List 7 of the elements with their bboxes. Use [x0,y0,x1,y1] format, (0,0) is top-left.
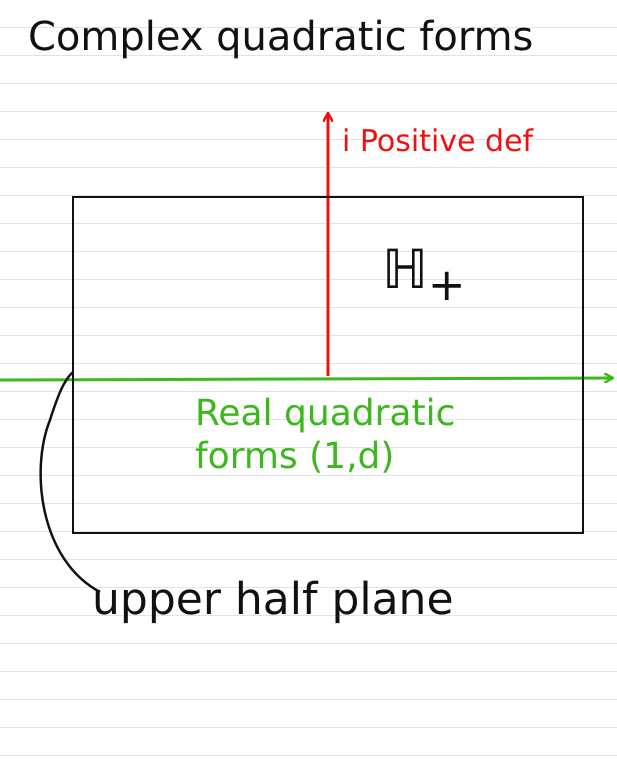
axis-label: i Positive def [342,124,535,160]
title: Complex quadratic forms [28,14,534,60]
annotation-text: upper half plane [92,574,512,625]
leader-line [40,371,101,594]
rectangle-region [72,196,584,534]
axis-label: Real quadratic forms (1,d) [195,392,456,478]
region-label: ℍ$_{+}$ [382,238,466,311]
